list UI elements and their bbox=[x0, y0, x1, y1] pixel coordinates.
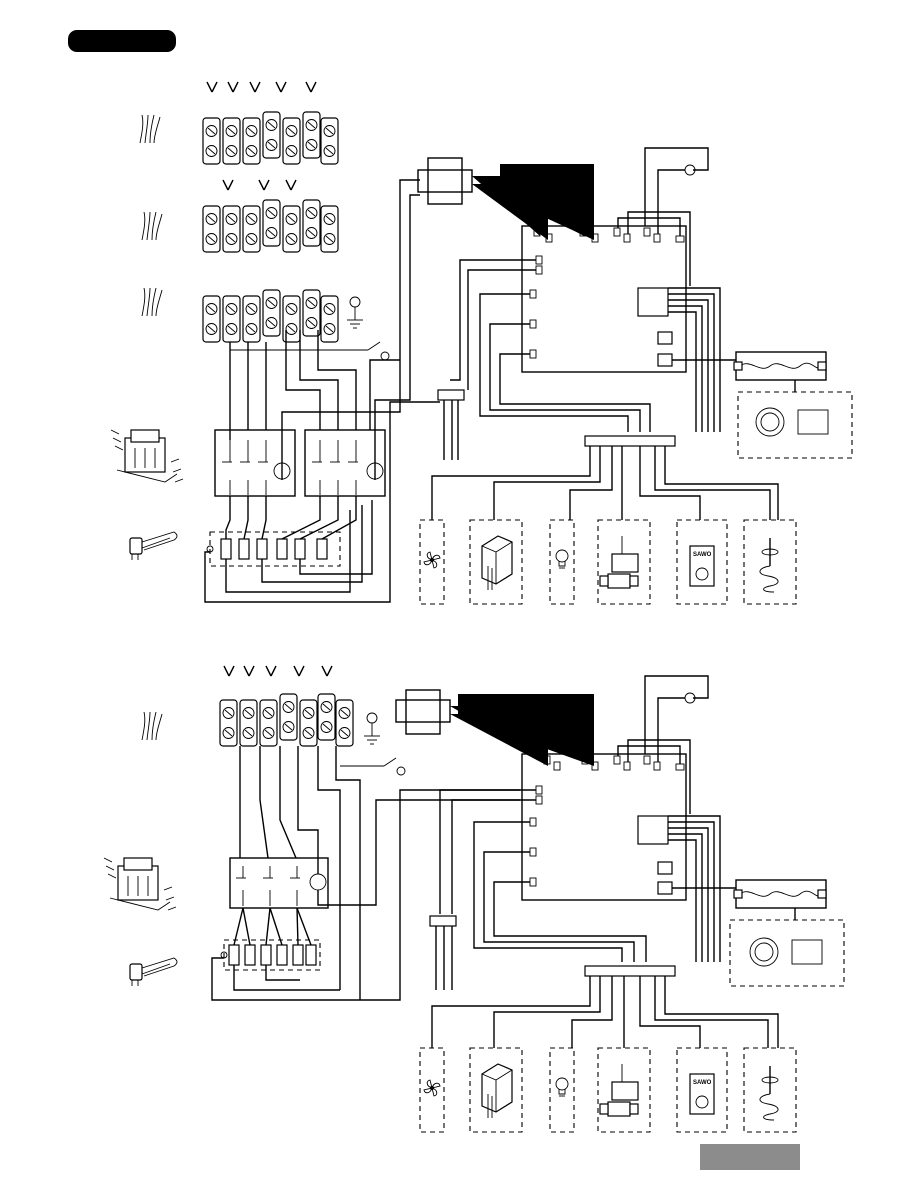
control-knob-icon bbox=[750, 938, 778, 966]
page-number-box bbox=[700, 1144, 800, 1170]
light-bulb-icon bbox=[556, 550, 568, 568]
water-valve-icon bbox=[600, 536, 638, 588]
heating-element-icon bbox=[130, 532, 177, 560]
control-knob-icon bbox=[756, 408, 784, 436]
temperature-sensor-icon bbox=[760, 1066, 778, 1120]
ground-icon bbox=[347, 297, 363, 328]
fan-icon bbox=[424, 1080, 440, 1096]
solenoid-box-icon bbox=[482, 1064, 512, 1118]
wire-bundle-icon bbox=[142, 712, 162, 740]
control-unit-logo: SAWO bbox=[693, 552, 712, 558]
switch-icon bbox=[340, 758, 405, 775]
touch-panel-icon bbox=[792, 940, 822, 964]
cable-icon bbox=[734, 362, 826, 370]
terminal-strip bbox=[585, 436, 675, 446]
terminal-block-icon bbox=[220, 694, 353, 746]
ground-icon bbox=[364, 713, 380, 744]
temperature-sensor-icon bbox=[760, 538, 778, 592]
contactor-icon bbox=[104, 858, 176, 910]
terminal-block-icon bbox=[203, 112, 338, 342]
contactor-icon bbox=[111, 430, 183, 482]
cable-icon bbox=[734, 890, 826, 898]
water-valve-icon bbox=[600, 1064, 638, 1116]
terminal-strip bbox=[585, 966, 675, 976]
wiring-diagram-1: SAWO bbox=[111, 82, 852, 604]
transformer-icon bbox=[418, 158, 594, 240]
solenoid-box-icon bbox=[482, 536, 512, 590]
wiring-diagram-2: SAWO bbox=[104, 666, 844, 1132]
light-bulb-icon bbox=[556, 1078, 568, 1096]
heating-element-icon bbox=[130, 958, 177, 986]
control-unit-logo: SAWO bbox=[693, 1080, 712, 1086]
wire-bundle-icon bbox=[140, 115, 162, 316]
fan-icon bbox=[424, 552, 440, 568]
touch-panel-icon bbox=[798, 410, 828, 434]
lamp-indicator-icon bbox=[381, 352, 389, 360]
switch-icon bbox=[230, 342, 389, 360]
arrow-icons bbox=[224, 666, 332, 676]
